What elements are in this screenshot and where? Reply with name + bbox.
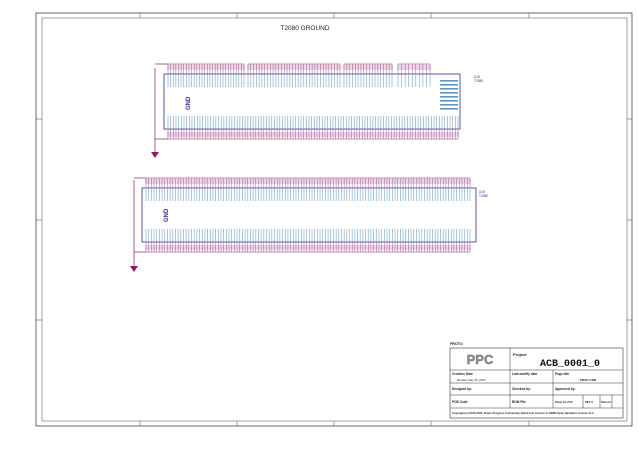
border-ticks [36, 13, 632, 426]
u1-gnd-label: GND [186, 96, 192, 110]
creation-date-value: Monday, May 06, 2020 [457, 378, 486, 382]
ic-symbol-upper[interactable]: U16 T2080 GND [155, 63, 483, 140]
page-title-label: Page title [555, 372, 569, 376]
checked-by-label: Checked by: [512, 387, 531, 391]
inner-border [41, 17, 628, 422]
logo-text: PPC [467, 352, 494, 367]
last-modified-label: Last modify date [512, 372, 538, 376]
u2-refdes: U16 [479, 190, 485, 194]
revision: REV. 0 [585, 400, 594, 404]
gnd-symbol-upper [151, 68, 159, 158]
u1-part: T2080 [474, 79, 483, 83]
approved-by-label: Approved by: [555, 387, 576, 391]
pcb-code-label: PCB Code [452, 400, 468, 404]
creation-date-label: Creation Date [452, 372, 473, 376]
sheet-number: Sheet 13 of 60 [555, 400, 573, 404]
sheet-title: T2080 GROUND [280, 25, 329, 32]
designed-by-label: Designed by: [452, 387, 472, 391]
u2-part: T2080 [479, 194, 488, 198]
title-block-section: PROTO [450, 342, 463, 346]
bom-label: BOM File [512, 400, 526, 404]
gnd-symbol-lower [130, 180, 138, 272]
ic-symbol-lower[interactable]: U16 T2080 GND [134, 177, 488, 253]
company-logo: PPC [460, 351, 500, 367]
copyright-notice: Copyright (c) 2016-2020, Power Progress … [452, 411, 594, 415]
page-title-value: PROC GND [580, 378, 597, 382]
sheet-short: Sheet 13 [601, 401, 612, 404]
u1-refdes: U16 [474, 75, 480, 79]
project-label: Project [513, 352, 527, 357]
u2-gnd-label: GND [164, 208, 170, 222]
project-value: ACB_0001_0 [540, 359, 600, 370]
title-block: PROTO PPC Project ACB_0001_0 Creation Da… [449, 342, 624, 419]
